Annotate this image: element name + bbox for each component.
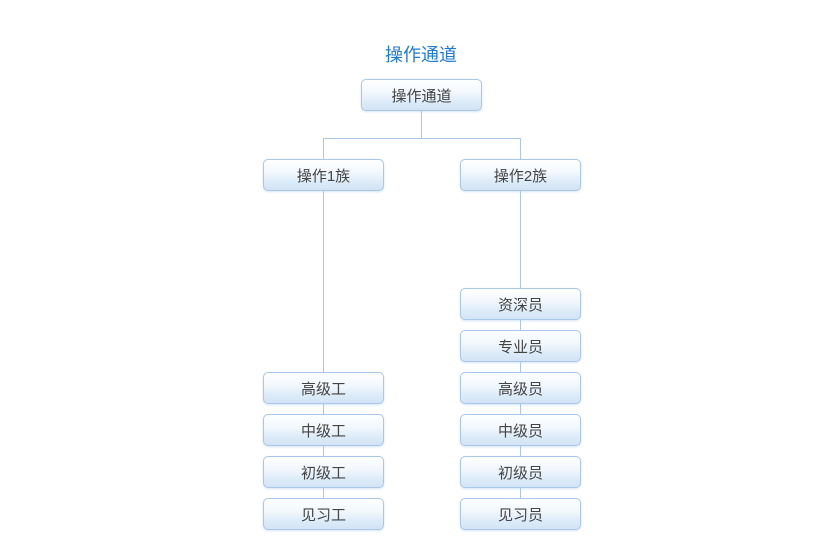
org-node-branch2: 操作2族 [460,159,581,191]
org-chart-node: 中级员 [460,414,581,446]
connector-branch2-level-1-2 [520,320,521,330]
org-chart-node: 初级工 [263,456,384,488]
org-chart-node: 见习员 [460,498,581,530]
connector-branch-horizontal [323,138,521,139]
connector-branch2-level-2-3 [520,362,521,372]
connector-branch2-drop [520,139,521,159]
org-chart-node: 见习工 [263,498,384,530]
org-node-branch1: 操作1族 [263,159,384,191]
connector-branch2-level-3-4 [520,404,521,414]
connector-branch2-to-levels [520,191,521,288]
connector-branch2-level-5-6 [520,488,521,498]
chart-title: 操作通道 [385,45,457,65]
connector-branch1-level-1-2 [323,404,324,414]
org-chart-node: 高级员 [460,372,581,404]
connector-branch1-to-levels [323,191,324,372]
org-chart-node: 初级员 [460,456,581,488]
connector-branch2-level-4-5 [520,446,521,456]
org-chart-node: 专业员 [460,330,581,362]
connector-branch1-drop [323,139,324,159]
connector-root-down [421,111,422,138]
org-chart-node: 资深员 [460,288,581,320]
connector-branch1-level-3-4 [323,488,324,498]
org-chart-node: 高级工 [263,372,384,404]
org-chart-node: 中级工 [263,414,384,446]
connector-branch1-level-2-3 [323,446,324,456]
org-node-root: 操作通道 [361,79,482,111]
